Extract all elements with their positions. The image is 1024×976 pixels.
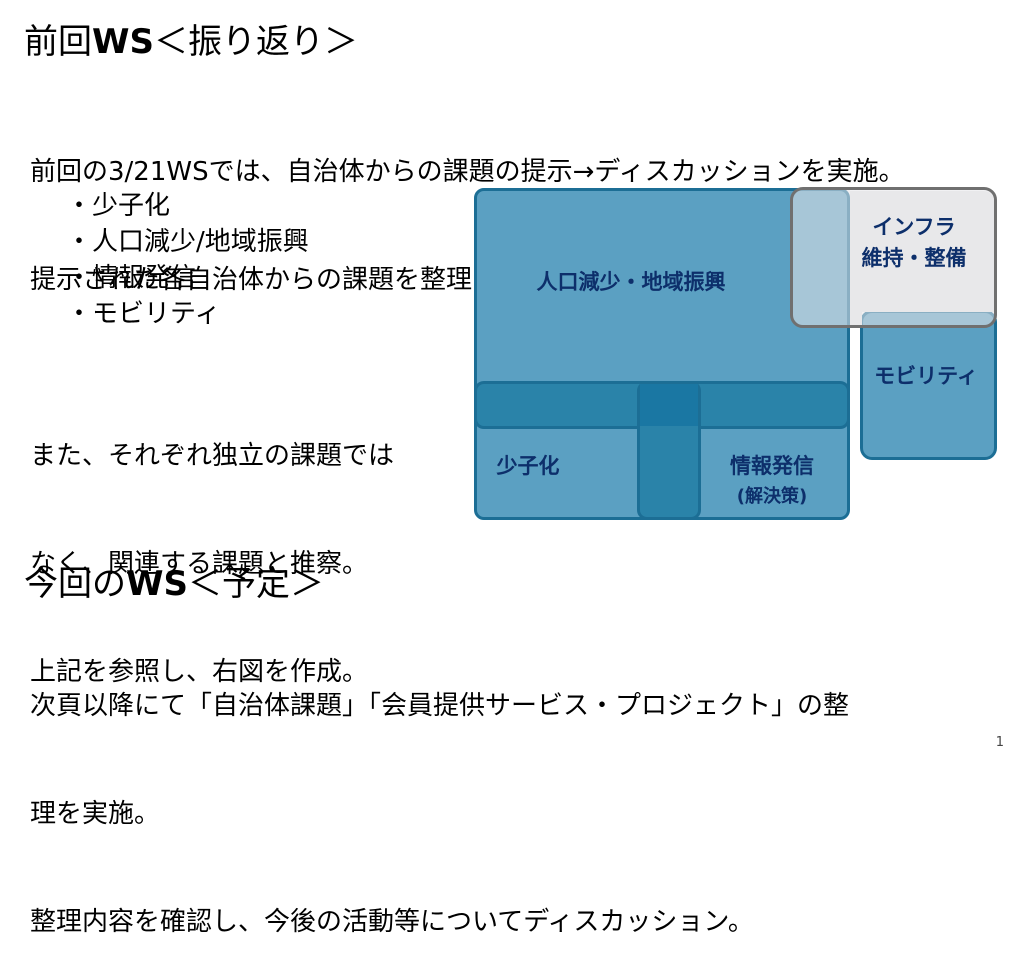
title-next-part1: 今回の	[24, 564, 126, 604]
category-item: ・情報発信	[66, 263, 197, 293]
mobility-box	[860, 310, 997, 460]
note-line-3: 上記を参照し、右図を作成。	[30, 657, 369, 687]
title-prev-part2: ＜振り返り＞	[154, 22, 358, 62]
note-paragraph: また、それぞれ独立の課題では なく、関連する課題と推察。 上記を参照し、右図を作…	[30, 366, 394, 726]
info-label-line-1: 情報発信	[730, 454, 814, 478]
mobility-label: モビリティ	[874, 364, 978, 388]
infra-label-line-1: インフラ	[872, 215, 956, 239]
note-line-2: なく、関連する課題と推察。	[30, 549, 369, 579]
plan-line-1: 次頁以降にて「自治体課題」「会員提供サービス・プロジェクト」の整	[30, 691, 850, 721]
plan-paragraph: 次頁以降にて「自治体課題」「会員提供サービス・プロジェクト」の整 理を実施。 整…	[30, 616, 849, 976]
category-item: ・人口減少/地域振興	[66, 227, 309, 257]
note-line-1: また、それぞれ独立の課題では	[30, 441, 395, 471]
title-next-part2: ＜予定＞	[188, 564, 324, 604]
infra-label-line-2: 維持・整備	[861, 246, 967, 270]
category-item: ・少子化	[66, 191, 171, 221]
page-number: 1	[995, 735, 1004, 750]
title-prev-part1: 前回	[24, 22, 92, 62]
population-label: 人口減少・地域振興	[536, 270, 726, 294]
plan-line-3: 整理内容を確認し、今後の活動等についてディスカッション。	[30, 907, 754, 937]
birthrate-label: 少子化	[496, 454, 560, 478]
info-label-line-2: (解決策)	[736, 486, 808, 507]
plan-line-2: 理を実施。	[30, 799, 161, 829]
intro-line-1: 前回の3/21WSでは、自治体からの課題の提示→ディスカッションを実施。	[30, 157, 905, 187]
title-previous-ws: 前回WS＜振り返り＞	[24, 22, 358, 62]
infra-box-fill	[850, 190, 994, 312]
category-item: ・モビリティ	[66, 299, 221, 329]
band-intersection	[640, 384, 698, 426]
title-next-ws: 今回のWS＜予定＞	[24, 564, 324, 604]
infra-box-fill-lower	[850, 311, 862, 325]
title-next-ws-bold: WS	[126, 564, 188, 604]
category-list: ・少子化 ・人口減少/地域振興 ・情報発信 ・モビリティ	[66, 188, 309, 332]
title-prev-ws: WS	[92, 22, 154, 62]
